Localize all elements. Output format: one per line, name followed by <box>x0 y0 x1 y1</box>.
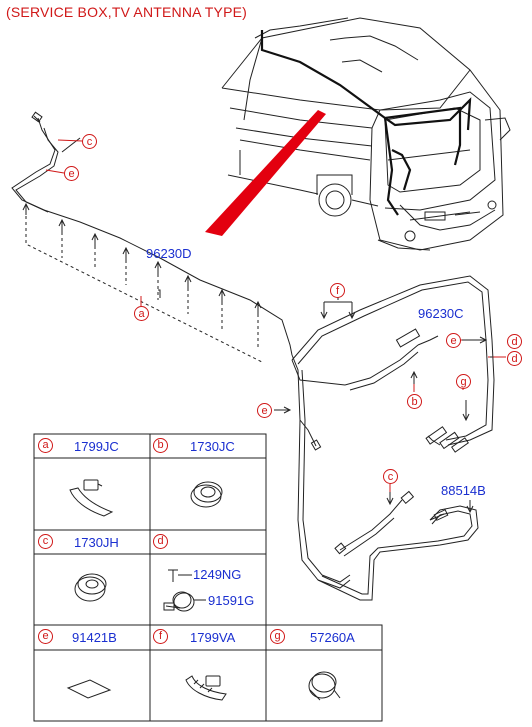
part-label-96230D: 96230D <box>146 246 192 261</box>
leader-wedge <box>205 110 326 236</box>
pad-91421B-icon <box>66 679 112 699</box>
callout-c-top: c <box>82 134 97 149</box>
bus-harness <box>260 30 472 216</box>
legend-part-a: 1799JC <box>74 439 119 454</box>
legend-letter-e: e <box>38 629 53 644</box>
legend-table <box>33 433 383 722</box>
callout-b: b <box>407 394 422 409</box>
callout-f: f <box>330 283 345 298</box>
clamp-91591G-icon <box>163 591 206 612</box>
legend-letter-f: f <box>153 629 168 644</box>
callout-arrows <box>274 336 492 514</box>
legend-part-f: 1799VA <box>190 630 236 645</box>
cable-tie-1799VA-icon <box>185 675 227 701</box>
grommet-1730JH-icon <box>74 573 107 602</box>
legend-part-b: 1730JC <box>190 439 235 454</box>
clip-arrows-96230D <box>22 202 262 314</box>
callout-a: a <box>134 306 149 321</box>
legend-part-d-1249NG: 1249NG <box>193 567 242 582</box>
callout-c-lower: c <box>383 469 398 484</box>
clamp-57260A-icon <box>308 671 341 701</box>
callout-d-lower: d <box>507 351 522 366</box>
callout-e-top: e <box>64 166 79 181</box>
legend-part-g: 57260A <box>310 630 355 645</box>
callout-e-left: e <box>257 403 272 418</box>
harness-96230D <box>11 111 293 356</box>
part-label-96230C: 96230C <box>418 306 464 321</box>
cable-tie-1799JC-icon <box>69 479 114 517</box>
bus-illustration <box>221 17 511 251</box>
legend-letter-a: a <box>38 438 53 453</box>
grommet-1730JC-icon <box>190 481 223 508</box>
harness-96230C <box>291 275 495 601</box>
callout-e-right: e <box>446 333 461 348</box>
legend-letter-g: g <box>270 629 285 644</box>
callout-g: g <box>456 374 471 389</box>
diagram-title: (SERVICE BOX,TV ANTENNA TYPE) <box>6 4 248 20</box>
part-label-88514B: 88514B <box>441 483 486 498</box>
legend-letter-c: c <box>38 534 53 549</box>
legend-part-e: 91421B <box>72 630 117 645</box>
bolt-1249NG-icon <box>168 569 192 582</box>
legend-letter-b: b <box>153 438 168 453</box>
legend-letter-d: d <box>153 534 168 549</box>
legend-part-d-91591G: 91591G <box>208 593 255 608</box>
legend-part-c: 1730JH <box>74 535 119 550</box>
callout-d-upper: d <box>507 334 522 349</box>
